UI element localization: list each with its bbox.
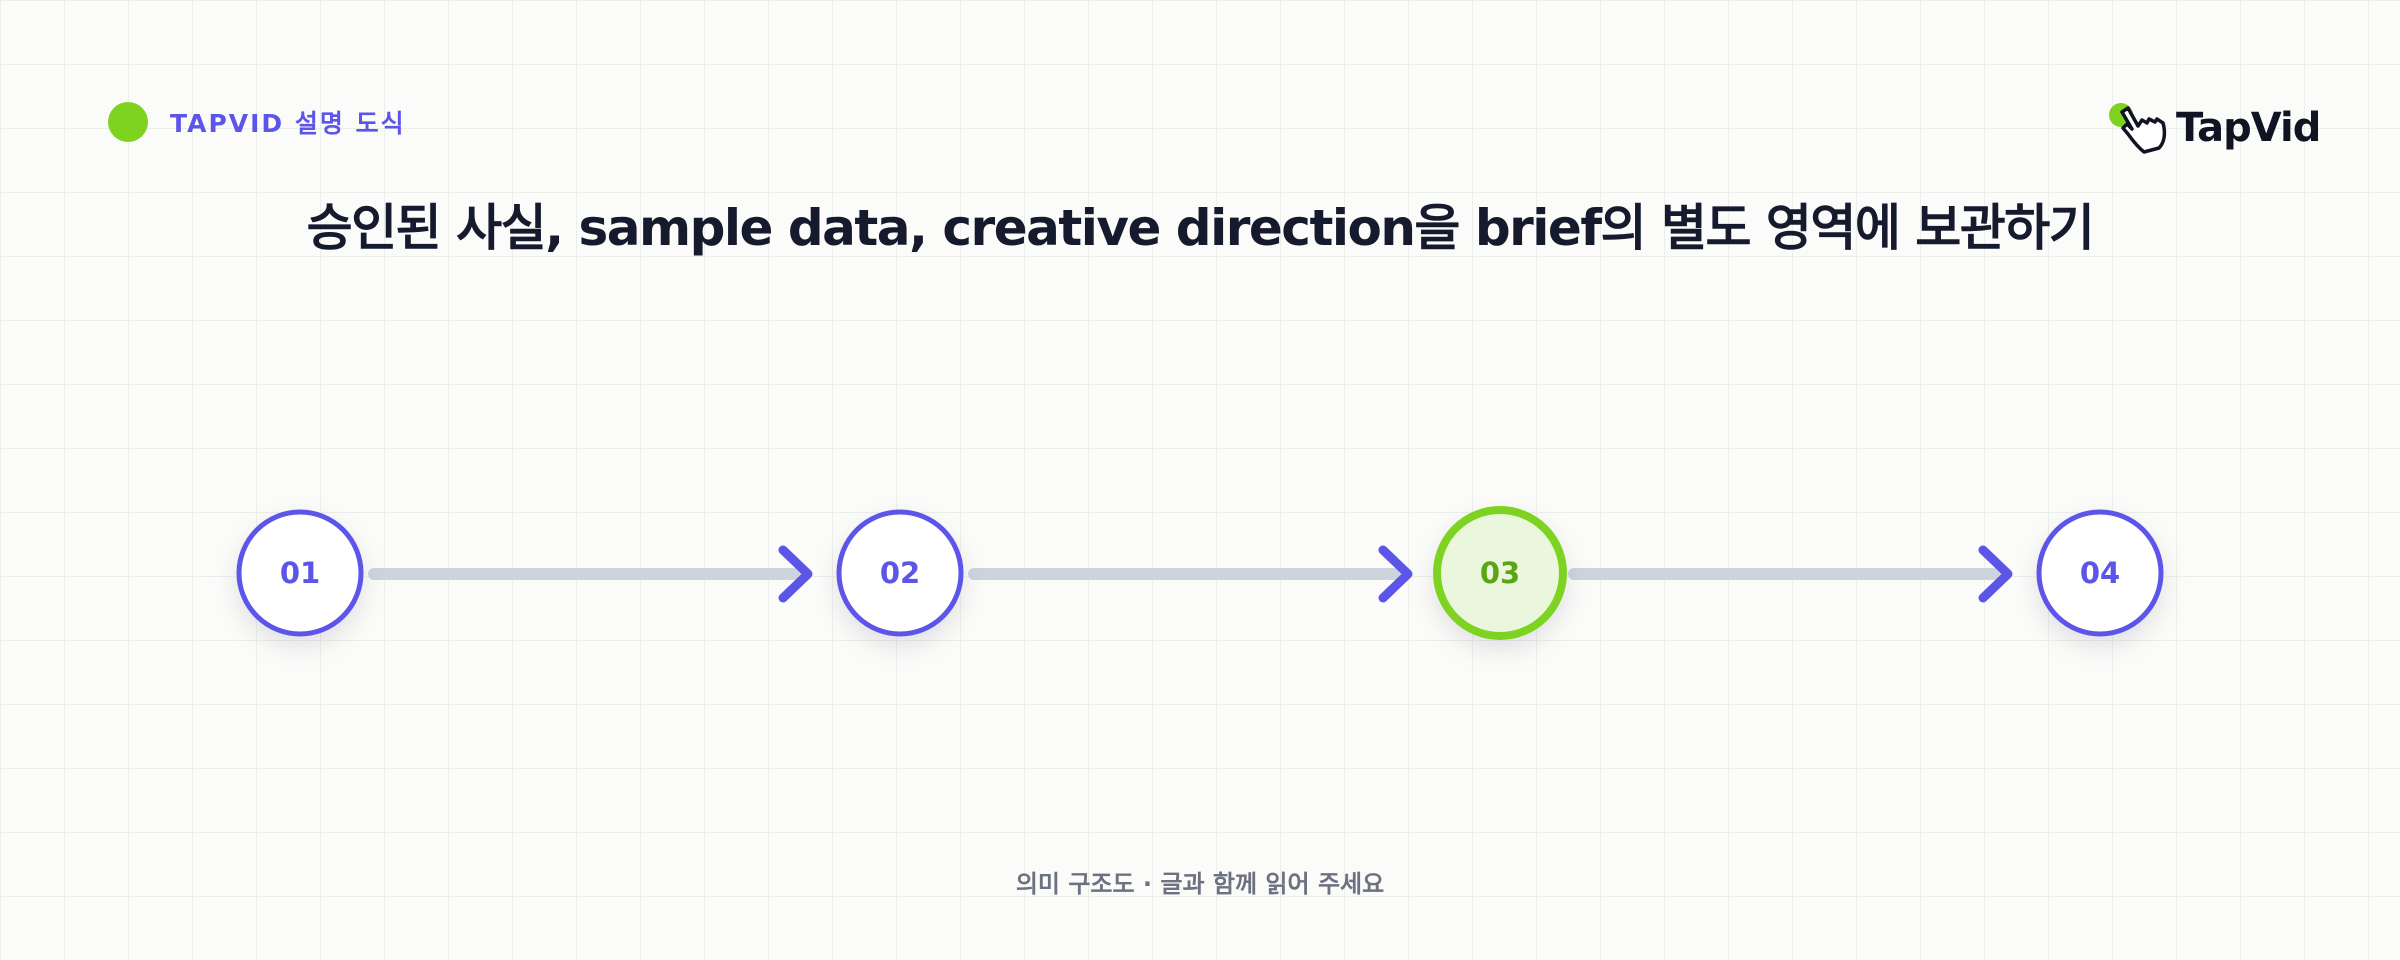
arrow-right-icon bbox=[778, 545, 813, 603]
step-label: 03 bbox=[1480, 556, 1520, 590]
step-label: 04 bbox=[2080, 556, 2120, 590]
connector-2 bbox=[968, 545, 1413, 603]
eyebrow: TAPVID 설명 도식 bbox=[108, 102, 406, 142]
arrow-right-icon bbox=[1378, 545, 1413, 603]
logo-text: TapVid bbox=[2176, 105, 2321, 151]
step-node-01: 01 bbox=[236, 509, 364, 637]
step-label: 02 bbox=[880, 556, 920, 590]
arrow-right-icon bbox=[1978, 545, 2013, 603]
step-node-02: 02 bbox=[836, 509, 964, 637]
page-title: 승인된 사실, sample data, creative direction을… bbox=[306, 199, 2095, 257]
eyebrow-label: TAPVID 설명 도식 bbox=[170, 109, 406, 138]
eyebrow-dot bbox=[108, 102, 148, 142]
hand-pointer-icon bbox=[2109, 103, 2167, 154]
caption: 의미 구조도 · 글과 함께 읽어 주세요 bbox=[1015, 870, 1385, 898]
step-node-03-active: 03 bbox=[1433, 506, 1567, 640]
step-node-04: 04 bbox=[2036, 509, 2164, 637]
step-label: 01 bbox=[280, 556, 320, 590]
connector-1 bbox=[368, 545, 813, 603]
connector-3 bbox=[1568, 545, 2013, 603]
brand-logo: TapVid bbox=[2106, 96, 2321, 160]
